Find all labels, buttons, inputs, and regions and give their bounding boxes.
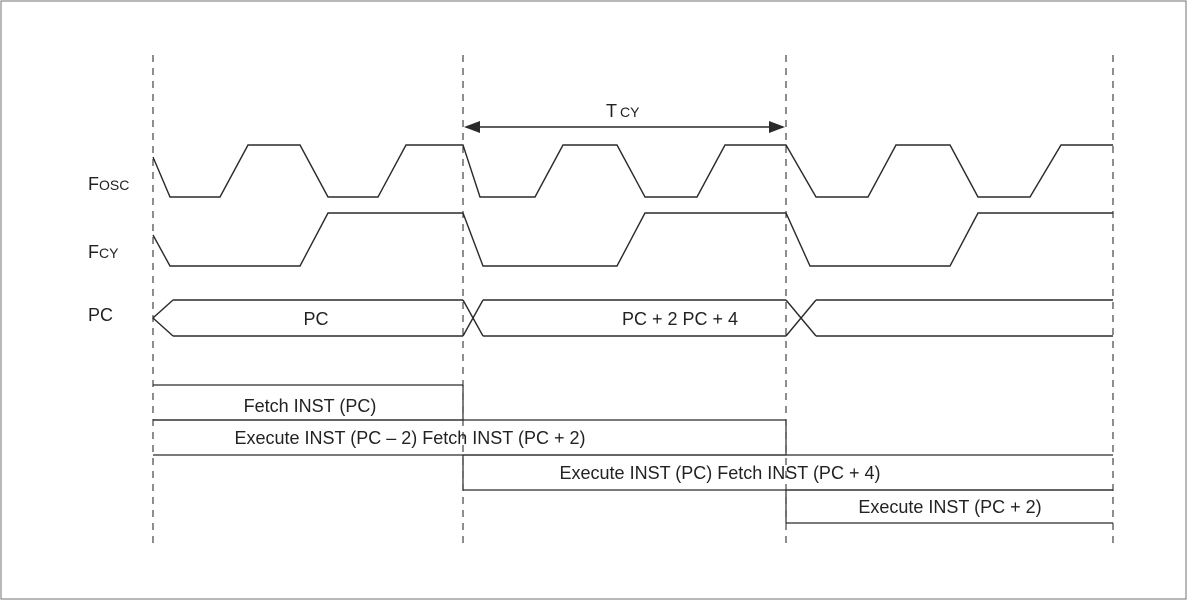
pc-label: PC	[88, 305, 113, 325]
fosc-label: FOSC	[88, 174, 129, 194]
tcy-arrow	[464, 121, 785, 133]
pipeline-row-1-label: Fetch INST (PC)	[244, 396, 377, 416]
pc-segment-2-label: PC + 2 PC + 4	[622, 309, 738, 329]
pipeline-row-2-label: Execute INST (PC – 2) Fetch INST (PC + 2…	[235, 428, 586, 448]
pipeline-row-3-label: Execute INST (PC) Fetch INST (PC + 4)	[560, 463, 881, 483]
fosc-waveform	[152, 144, 1113, 198]
pipeline-row-4-label: Execute INST (PC + 2)	[858, 497, 1041, 517]
fcy-label: FCY	[88, 242, 119, 262]
pc-segment-1-label: PC	[303, 309, 328, 329]
pipeline-row-4	[785, 489, 1113, 524]
pc-bus	[151, 299, 1113, 337]
fcy-waveform	[152, 212, 1113, 267]
